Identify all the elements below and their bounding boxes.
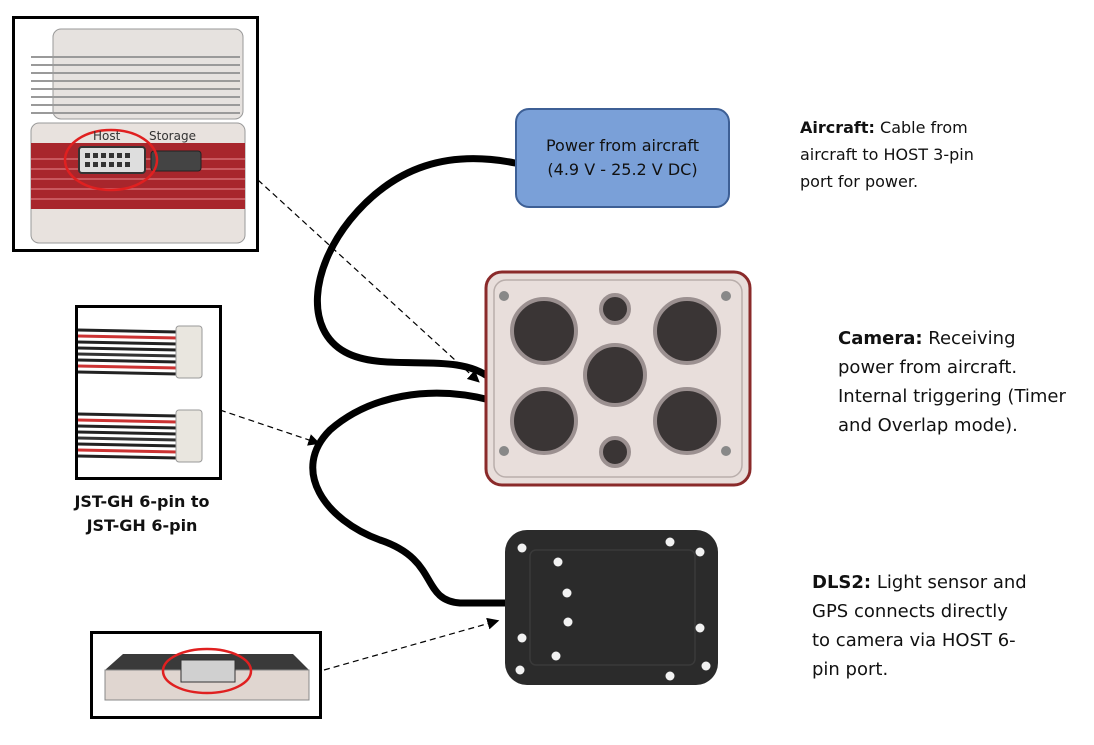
camera-port-image: Host Storage [12, 16, 259, 252]
dls2-text3: to camera via HOST 6- [812, 630, 1016, 651]
aircraft-text2: aircraft to HOST 3-pin [800, 145, 974, 164]
cable-caption: JST-GH 6-pin to JST-GH 6-pin [42, 490, 242, 538]
camera-text4: and Overlap mode). [838, 415, 1018, 436]
host-port [78, 146, 146, 174]
camera-title: Camera: [838, 328, 923, 349]
camera-text2: power from aircraft. [838, 357, 1018, 378]
dls2-port-arrow [323, 617, 500, 671]
camera-rear-illustration [30, 28, 246, 244]
cable-caption-line1: JST-GH 6-pin to [74, 492, 210, 511]
dls2-port-image [90, 631, 322, 719]
host-port-arrow [257, 179, 480, 383]
storage-port [150, 150, 202, 172]
storage-label: Storage [149, 129, 196, 143]
dls2-text1: Light sensor and [871, 572, 1027, 593]
aircraft-text1: Cable from [874, 118, 968, 137]
power-cable [314, 155, 519, 382]
power-line2: (4.9 V - 25.2 V DC) [547, 160, 698, 179]
dls2-cable [309, 389, 514, 607]
aircraft-text3: port for power. [800, 172, 919, 191]
jst-cable-illustration [77, 325, 203, 463]
dls2-text2: GPS connects directly [812, 601, 1008, 622]
host-highlight [63, 128, 159, 192]
power-line1: Power from aircraft [545, 136, 700, 155]
jst-cable-image [75, 305, 222, 480]
dls2-port-highlight [161, 647, 253, 695]
dls2-text4: pin port. [812, 659, 889, 680]
power-source-box: Power from aircraft (4.9 V - 25.2 V DC) [515, 108, 730, 208]
host-label: Host [93, 129, 121, 143]
dls2-title: DLS2: [812, 572, 872, 593]
camera-text1: Receiving [922, 328, 1016, 349]
dls2-description: DLS2: Light sensor and GPS connects dire… [812, 568, 1027, 684]
dls2-side-illustration [104, 647, 310, 701]
camera-description: Camera: Receiving power from aircraft. I… [838, 324, 1066, 440]
cable-caption-line2: JST-GH 6-pin [86, 516, 198, 535]
aircraft-description: Aircraft: Cable from aircraft to HOST 3-… [800, 114, 974, 195]
aircraft-title: Aircraft: [800, 118, 875, 137]
cable-arrow [219, 409, 321, 446]
camera-text3: Internal triggering (Timer [838, 386, 1066, 407]
